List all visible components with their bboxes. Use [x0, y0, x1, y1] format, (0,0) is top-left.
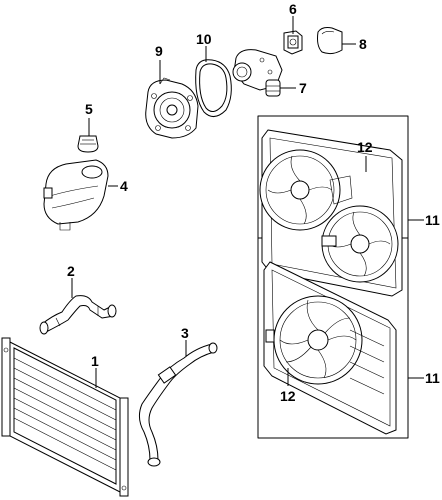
part-6-sensor [283, 30, 303, 55]
part-4-coolant-reservoir [43, 159, 109, 231]
callout-12-upper: 12 [357, 139, 373, 155]
callout-8: 8 [359, 36, 367, 52]
part-12-fan-shroud-lower [263, 261, 397, 435]
part-9-water-pump [145, 77, 199, 139]
callout-9: 9 [155, 43, 163, 59]
callout-6: 6 [289, 1, 297, 17]
part-1-radiator [1, 337, 129, 497]
part-7-thermostat-housing [232, 49, 283, 97]
callout-11-lower: 11 [425, 370, 440, 386]
callout-2: 2 [67, 263, 75, 279]
part-5-reservoir-cap [77, 135, 99, 153]
callout-4: 4 [120, 178, 128, 194]
part-8-cover [317, 27, 343, 55]
callout-10: 10 [196, 31, 212, 47]
part-10-gasket [195, 59, 232, 117]
callout-3: 3 [181, 325, 189, 341]
callout-5: 5 [85, 101, 93, 117]
part-2-hose [39, 295, 117, 335]
part-12-fan-shroud-upper [259, 129, 403, 297]
callout-7: 7 [299, 80, 307, 96]
callout-1: 1 [91, 353, 99, 369]
callout-12-lower: 12 [280, 388, 296, 404]
callout-11-upper: 11 [425, 212, 440, 228]
part-3-hose [138, 342, 218, 467]
